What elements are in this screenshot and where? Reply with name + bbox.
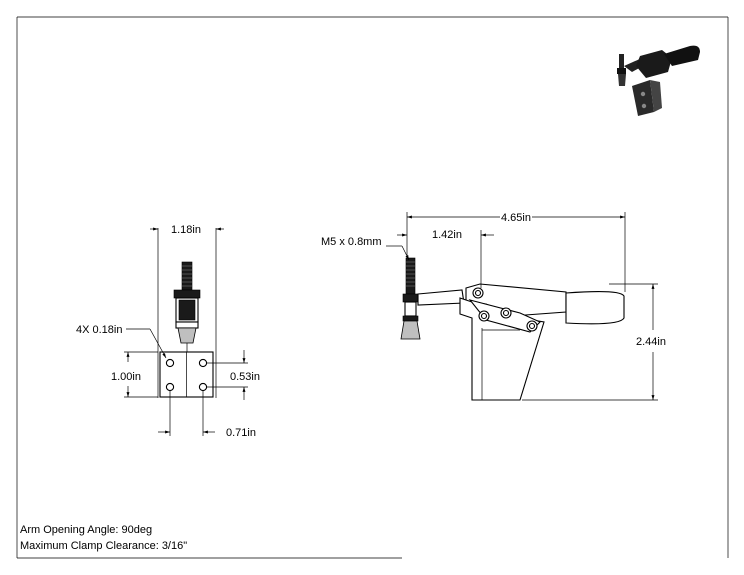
front-view	[159, 261, 214, 398]
dim-overall-height: 2.44in	[636, 336, 666, 348]
side-view	[400, 257, 625, 401]
dim-overall-length: 4.65in	[501, 212, 531, 224]
note-arm-opening-angle: Arm Opening Angle: 90deg	[20, 524, 152, 536]
handle-grip	[565, 290, 625, 325]
sheet-border	[16, 16, 729, 559]
front-dimensions: 1.18in 4X 0.18in 1.00in 0.53in 0.71in	[76, 224, 260, 439]
dim-hole-half: 0.53in	[230, 371, 260, 383]
dim-hole-spec: 4X 0.18in	[76, 324, 122, 336]
isometric-preview	[617, 45, 700, 116]
note-max-clamp-clearance: Maximum Clamp Clearance: 3/16"	[20, 540, 187, 552]
dim-front-width: 1.18in	[171, 224, 201, 236]
rubber-tip	[177, 327, 197, 344]
dim-thread: M5 x 0.8mm	[321, 236, 382, 248]
dim-hole-horizontal: 0.71in	[226, 427, 256, 439]
side-spindle-stud	[405, 257, 416, 295]
dim-hole-vertical: 1.00in	[111, 371, 141, 383]
dim-spindle-offset: 1.42in	[432, 229, 462, 241]
side-rubber-tip	[400, 320, 421, 340]
side-dimensions: M5 x 0.8mm 4.65in 1.42in 2.44in	[321, 212, 666, 401]
